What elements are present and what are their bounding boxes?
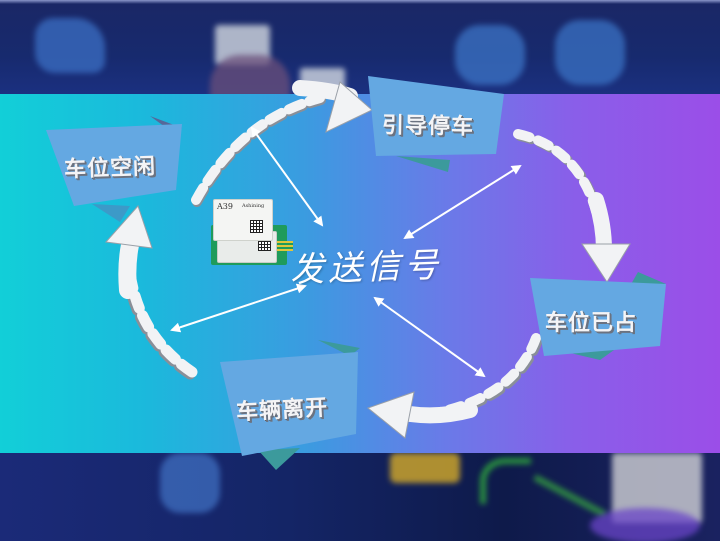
blurred-wifi-icon (480, 458, 531, 504)
node-leave-label: 车辆离开 (235, 395, 329, 426)
arrow-leave-to-idle (104, 205, 198, 380)
signal-arrow-bottom-left (170, 283, 307, 333)
signal-arrow-bottom-right (373, 296, 486, 378)
signal-arrow-top-left (250, 126, 324, 227)
center-label: 发送信号 (289, 245, 443, 291)
module-brand: Ashining (242, 203, 265, 209)
node-idle-label: 车位空闲 (63, 154, 157, 183)
blurred-figure-3 (555, 20, 625, 85)
banner-idle-shape (46, 116, 182, 222)
arrow-guide-to-occupied (513, 129, 631, 283)
qr-code-icon (250, 220, 263, 233)
wireless-module-image: A39 Ashining (211, 199, 293, 265)
banner-leave-shape (220, 340, 360, 470)
qr-code-icon (258, 238, 271, 251)
blurred-car (390, 453, 460, 483)
signal-arrow-top-right (403, 164, 522, 240)
background-bottom (0, 453, 720, 541)
banner-guide-shape (368, 76, 504, 172)
blurred-base (590, 508, 700, 541)
blurred-figure-4 (160, 453, 220, 513)
blurred-figure (35, 18, 105, 73)
node-guide-label: 引导停车 (381, 113, 475, 140)
module-model: A39 (217, 202, 233, 211)
node-occupied-label: 车位已占 (545, 311, 638, 336)
module-antenna (277, 241, 293, 251)
arrow-idle-to-guide (191, 80, 373, 207)
arrow-occupied-to-leave (366, 333, 543, 439)
blurred-platform (210, 55, 290, 94)
module-top-board: A39 Ashining (213, 199, 273, 241)
blurred-figure-2 (455, 25, 525, 85)
banner-occupied-shape (530, 272, 666, 360)
